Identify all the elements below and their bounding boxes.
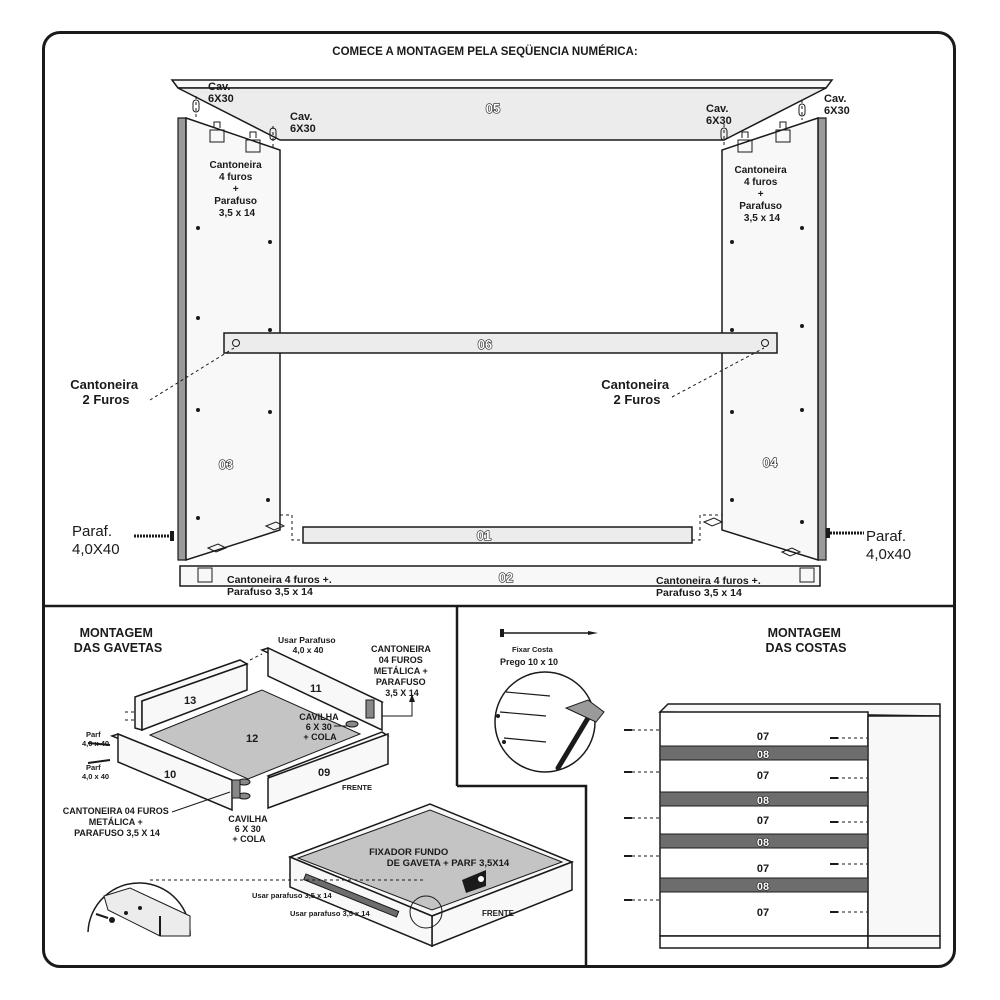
bracket-label-left: Cantoneira 4 furos + Parafuso 3,5 x 14 (209, 160, 264, 219)
detail-zoom-inset (87, 882, 191, 937)
detail-circle (409, 895, 443, 929)
part-13-label: 13 (184, 695, 196, 707)
back-row-08: 08 (757, 837, 769, 849)
base-label-right: Cantoneira 4 furos +. Parafuso 3,5 x 14 (656, 575, 764, 599)
part-01-label: 01 (477, 528, 491, 543)
drawer-panel-11 (267, 646, 383, 732)
back-row-08: 08 (757, 881, 769, 893)
crossbar-06 (223, 332, 778, 354)
nail-icon (500, 629, 598, 637)
cav-label: Cav. (208, 81, 230, 93)
hammer-icon (494, 671, 605, 773)
fixador-icon (462, 870, 486, 893)
usar-parafuso-label-2: Usar parafuso 3,5 x 14 (290, 909, 370, 918)
bracket-label-right: Cantoneira 4 furos + Parafuso 3,5 x 14 (734, 165, 789, 224)
screw-label-right: Paraf. 4,0x40 (866, 528, 911, 563)
cav-size: 6X30 (824, 105, 850, 117)
cav-size: 6X30 (706, 115, 732, 127)
bracket-2holes-label-left: Cantoneira 2 Furos (70, 377, 142, 407)
chest-side (867, 715, 941, 937)
fixador-label: FIXADOR FUNDO DE GAVETA + PARF 3,5X14 (369, 847, 510, 869)
frente-label: FRENTE (342, 783, 372, 792)
cav-label: Cav. (290, 111, 312, 123)
part-11-label: 11 (310, 683, 322, 695)
back-row-07: 07 (757, 731, 769, 743)
backs-heading: MONTAGEM DAS COSTAS (765, 626, 846, 655)
part-09-label: 09 (318, 767, 330, 779)
drawer-runner (303, 873, 400, 918)
bracket-2holes-label-right: Cantoneira 2 Furos (601, 377, 673, 407)
back-row-08: 08 (757, 749, 769, 761)
part-10-label: 10 (164, 769, 176, 781)
back-rail-08 (659, 877, 869, 893)
part-12-label: 12 (246, 733, 258, 745)
back-row-08: 08 (757, 795, 769, 807)
drawer-panel-10 (117, 732, 233, 812)
divider-step (457, 784, 588, 968)
drawer-fastener-icons (87, 699, 375, 800)
cav-label: Cav. (824, 93, 846, 105)
cantoneira-metal-label-right: CANTONEIRA 04 FUROS METÁLICA + PARAFUSO … (371, 644, 433, 698)
back-row-07: 07 (757, 815, 769, 827)
guide-line-left (280, 514, 303, 541)
drawer-panel-12 (148, 689, 362, 780)
bracket-icons (197, 121, 815, 583)
back-rail-08 (659, 791, 869, 807)
back-rows: 07 08 07 08 07 08 07 08 07 (756, 731, 769, 919)
parf-label-b: Parf 4,0 x 40 (82, 763, 109, 781)
screw-icon-right (826, 528, 864, 538)
svg-text:Cav. 6X30: Cav. 6X30 (824, 93, 850, 117)
back-row-07: 07 (757, 907, 769, 919)
fixar-costa-label: Fixar Costa (512, 645, 554, 654)
assembled-drawer-bottom (296, 809, 564, 911)
part-02-label: 02 (499, 570, 513, 585)
drawer-panel-09 (267, 732, 389, 810)
screw-label-left: Paraf. 4,0X40 (72, 523, 120, 558)
base-label-left: Cantoneira 4 furos +. Parafuso 3,5 x 14 (227, 574, 335, 598)
part-05-label: 05 (486, 101, 500, 116)
instruction-sheet (42, 31, 956, 968)
screw-icon-left (134, 531, 174, 541)
svg-text:Cav. 6X30: Cav. 6X30 (208, 81, 234, 105)
cavilha-label-bottom: CAVILHA 6 X 30 + COLA (228, 814, 270, 844)
svg-text:Cav. 6X30: Cav. 6X30 (706, 103, 732, 127)
back-row-07: 07 (757, 770, 769, 782)
cav-size: 6X30 (290, 123, 316, 135)
part-06-label: 06 (478, 337, 492, 352)
left-panel-edge (177, 117, 187, 561)
usar-parafuso-label-1: Usar parafuso 3,5 x 14 (252, 891, 332, 900)
main-title: COMECE A MONTAGEM PELA SEQÜENCIA NUMÉRIC… (332, 45, 637, 58)
top-panel-edge (170, 79, 834, 89)
svg-text:Cav. 6X30: Cav. 6X30 (290, 111, 316, 135)
right-panel-edge (817, 117, 827, 561)
nail-markers (624, 729, 868, 913)
drawers-heading: MONTAGEM DAS GAVETAS (74, 626, 162, 655)
guide-line-right (692, 514, 722, 541)
cav-label: Cav. (706, 103, 728, 115)
frente-label-2: FRENTE (482, 909, 515, 918)
base-panel-02 (179, 565, 821, 587)
back-row-07: 07 (757, 863, 769, 875)
usar-parafuso-label: Usar Parafuso 4,0 x 40 (278, 635, 338, 655)
cav-size: 6X30 (208, 93, 234, 105)
parf-label-a: Parf 4,0 x 40 (82, 730, 109, 748)
prego-label: Prego 10 x 10 (500, 657, 558, 667)
bottom-back-01 (302, 526, 693, 544)
back-rail-08 (659, 745, 869, 761)
back-rail-08 (659, 833, 869, 849)
side-panel-holes (196, 226, 804, 524)
cavilha-label-top: CAVILHA 6 X 30 + COLA (299, 712, 341, 742)
dowel-icons (192, 99, 806, 141)
cantoneira-metal-label-left: CANTONEIRA 04 FUROS METÁLICA + PARAFUSO … (63, 806, 172, 838)
part-03-label: 03 (219, 457, 233, 472)
part-04-label: 04 (763, 455, 778, 470)
